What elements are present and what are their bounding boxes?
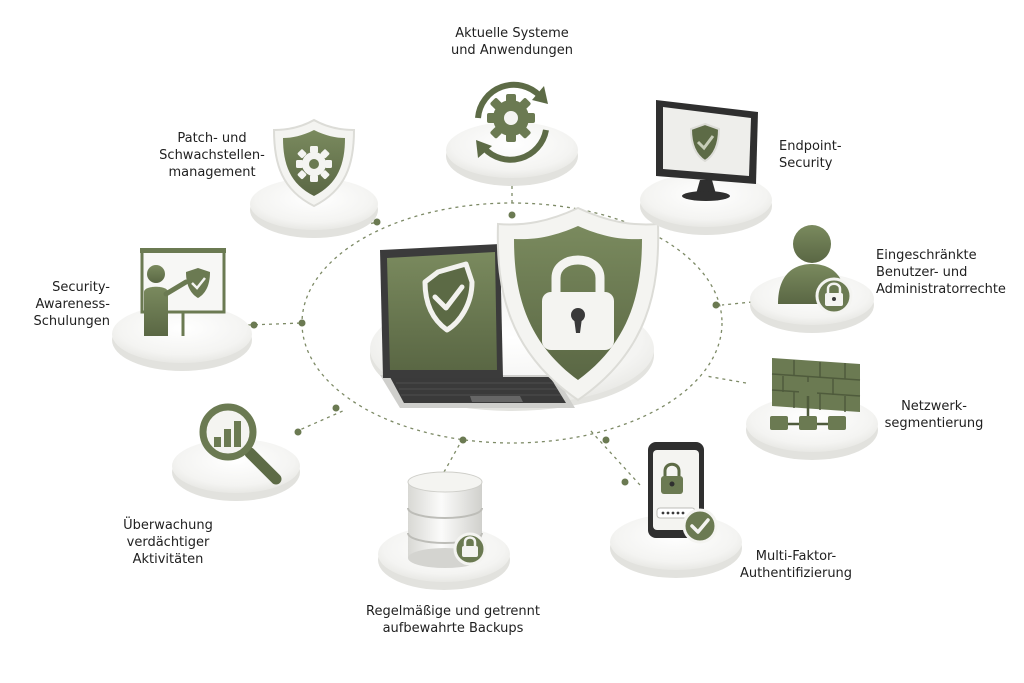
- label-line: management: [168, 165, 256, 180]
- node-patch: [250, 118, 378, 238]
- monitor-shield-icon: [656, 100, 758, 201]
- label-line: Eingeschränkte: [876, 248, 977, 263]
- gear-refresh-icon: [475, 81, 549, 163]
- label-line: Security-: [52, 280, 110, 295]
- phone-lock-check-icon: [648, 442, 718, 544]
- label-line: Aktivitäten: [132, 552, 204, 567]
- node-eingeschraenkte-rechte: [750, 225, 874, 333]
- node-netzwerksegmentierung: [746, 358, 878, 460]
- spoke-mfa: [589, 429, 641, 486]
- label-line: Endpoint-: [779, 139, 842, 154]
- label-line: Benutzer- und: [876, 265, 968, 280]
- label-line: aufbewahrte Backups: [382, 621, 524, 636]
- label-awareness: Security- Awareness- Schulungen: [6, 279, 110, 330]
- node-multi-faktor: [610, 442, 742, 578]
- label-patch: Patch- und Schwachstellen- management: [152, 130, 272, 181]
- label-line: Schulungen: [33, 314, 110, 329]
- spoke-rechte: [721, 301, 753, 306]
- label-ueberwachung: Überwachung verdächtiger Aktivitäten: [113, 517, 223, 568]
- database-lock-icon: [407, 471, 487, 568]
- shield-check-icon: [422, 261, 475, 333]
- label-line: Regelmäßige und getrennt: [366, 604, 540, 619]
- node-endpoint-security: [640, 100, 772, 235]
- label-line: Multi-Faktor-: [755, 549, 837, 564]
- spoke-netzwerk: [705, 375, 747, 384]
- label-aktuelle-systeme: Aktuelle Systeme und Anwendungen: [436, 25, 588, 59]
- label-line: Netzwerk-: [901, 399, 967, 414]
- label-line: Überwachung: [123, 518, 213, 533]
- label-multi-faktor: Multi-Faktor- Authentifizierung: [731, 548, 861, 582]
- spoke-ueberwachung: [294, 409, 346, 433]
- shield-padlock-icon: [496, 206, 660, 402]
- label-line: segmentierung: [884, 416, 984, 431]
- label-line: Patch- und: [177, 131, 247, 146]
- node-aktuelle-systeme: [446, 81, 578, 186]
- label-backups: Regelmäßige und getrennt aufbewahrte Bac…: [353, 603, 553, 637]
- node-backups: [378, 471, 510, 590]
- magnifier-chart-icon: [199, 403, 282, 485]
- label-line: Security: [779, 156, 833, 171]
- node-ueberwachung: [172, 403, 300, 501]
- label-line: und Anwendungen: [450, 43, 574, 58]
- label-line: Administratorrechte: [876, 282, 1006, 297]
- label-line: Schwachstellen-: [159, 148, 265, 163]
- firewall-network-icon: [770, 358, 861, 430]
- label-line: Aktuelle Systeme: [455, 26, 569, 41]
- label-line: Awareness-: [35, 297, 111, 312]
- shield-gear-icon: [272, 118, 356, 208]
- label-line: Authentifizierung: [739, 566, 853, 581]
- label-line: verdächtiger: [126, 535, 210, 550]
- node-awareness: [112, 248, 252, 371]
- user-lock-icon: [778, 225, 853, 315]
- spoke-backups: [443, 439, 463, 473]
- presenter-board-icon: [140, 248, 226, 336]
- connector-dots: [250, 211, 720, 486]
- label-eingeschraenkte-rechte: Eingeschränkte Benutzer- und Administrat…: [876, 247, 1016, 298]
- label-endpoint-security: Endpoint- Security: [779, 138, 899, 172]
- label-netzwerksegmentierung: Netzwerk- segmentierung: [874, 398, 994, 432]
